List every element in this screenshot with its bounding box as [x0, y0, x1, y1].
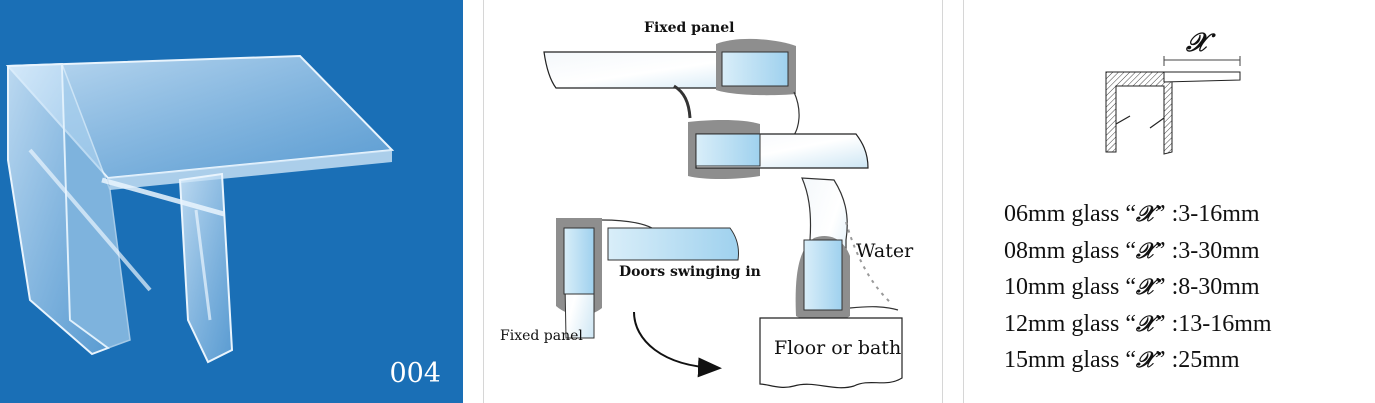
installation-diagram: [543, 38, 903, 389]
swinging-door: [673, 84, 869, 179]
fixed-panel-top: [543, 38, 800, 139]
spec-row: 08mm glass “𝒳” :3-30mm: [1004, 237, 1260, 264]
label-fixed-panel-left: Fixed panel: [500, 328, 583, 344]
seal-profile-illustration: [5, 54, 395, 364]
glass-spec-list: 06mm glass “𝒳” :3-16mm 08mm glass “𝒳” :3…: [1004, 196, 1272, 379]
spec-row: 06mm glass “𝒳” :3-16mm: [1004, 201, 1260, 227]
spec-row: 10mm glass “𝒳” :8-30mm: [1004, 274, 1260, 300]
spec-row: 12mm glass “𝒳” :13-16mm: [1004, 310, 1272, 337]
label-water: Water: [856, 240, 914, 262]
product-photo-panel: 004: [0, 0, 463, 403]
label-fixed-panel-top: Fixed panel: [644, 20, 735, 36]
floor-detail: [759, 177, 903, 389]
product-number: 004: [389, 358, 441, 389]
label-doors-swinging-in: Doors swinging in: [619, 264, 761, 280]
label-floor-or-bath: Floor or bath: [774, 337, 902, 359]
dimension-symbol-x: 𝒳: [1186, 28, 1209, 58]
spec-row: 15mm glass “𝒳” :25mm: [1004, 347, 1240, 373]
installation-diagram-panel: Fixed panel Doors swinging in Fixed pane…: [483, 0, 943, 403]
corner-detail: [556, 218, 739, 378]
profile-spec-panel: 𝒳 06mm glass “𝒳” :3-16mm 08mm glass “𝒳” …: [963, 0, 1375, 403]
profile-cross-section: [1105, 56, 1241, 155]
